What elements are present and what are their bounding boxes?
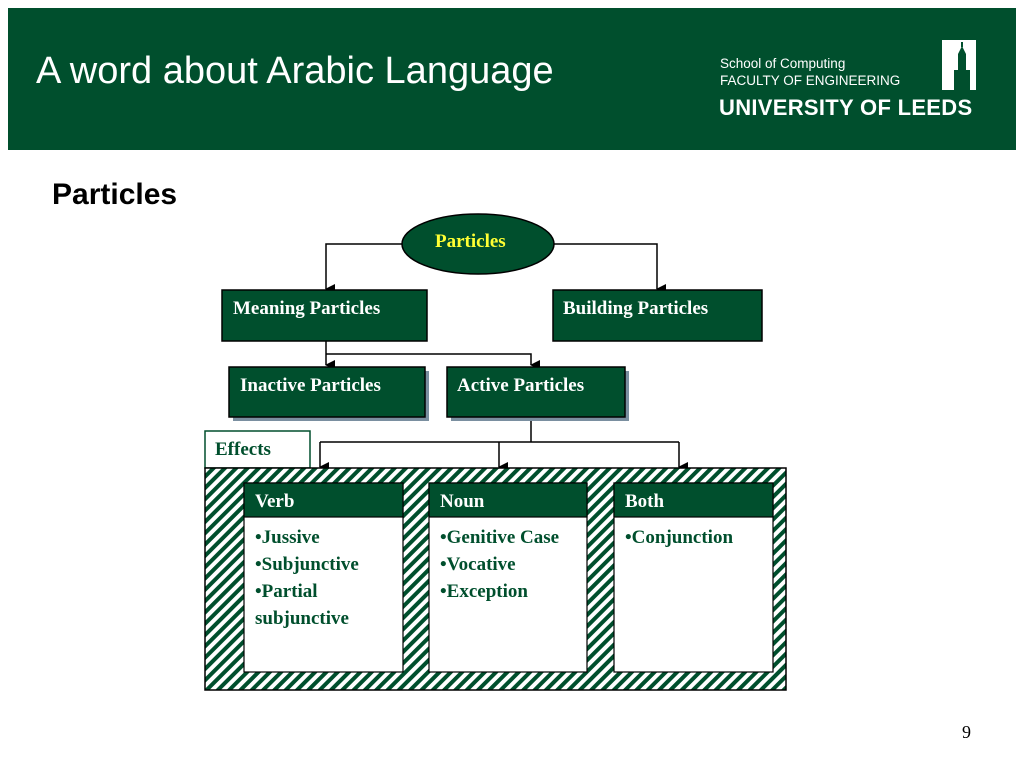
root-node-label: Particles	[435, 231, 506, 252]
both-effects-list: •Conjunction	[625, 524, 770, 551]
root-node	[401, 213, 555, 275]
list-item: •Jussive	[255, 527, 320, 548]
inactive-particles-label: Inactive Particles	[240, 375, 381, 396]
verb-effects-list: •Jussive •Subjunctive •Partial subjuncti…	[255, 524, 400, 632]
list-item: •Vocative	[440, 554, 516, 575]
building-particles-label: Building Particles	[563, 298, 709, 319]
page-number: 9	[962, 722, 971, 742]
noun-heading: Noun	[440, 491, 485, 512]
section-title: Particles	[52, 178, 178, 211]
meaning-particles-box	[221, 289, 428, 342]
both-heading: Both	[625, 491, 665, 512]
building-particles-box	[552, 289, 763, 342]
list-item: •Subjunctive	[255, 554, 359, 575]
university-name: UNIVERSITY OF LEEDS	[719, 95, 973, 120]
meaning-particles-label: Meaning Particles	[233, 298, 381, 319]
inactive-particles-box	[228, 366, 426, 418]
list-item: •Partial subjunctive	[255, 581, 349, 629]
list-item: •Conjunction	[625, 527, 734, 548]
noun-effects-list: •Genitive Case •Vocative •Exception	[440, 524, 570, 605]
slide-title: A word about Arabic Language	[36, 50, 554, 92]
verb-header-bar	[243, 482, 404, 518]
connector-root-meaning	[325, 243, 404, 294]
school-label: School of Computing	[720, 56, 846, 71]
header-banner	[8, 8, 1016, 150]
active-particles-label: Active Particles	[457, 375, 585, 396]
effects-label-box	[204, 430, 311, 469]
both-header-bar	[613, 482, 774, 518]
university-tower-logo-icon	[928, 40, 976, 90]
active-particles-box	[446, 366, 626, 418]
list-item: •Genitive Case	[440, 527, 560, 548]
connector-meaning-active	[326, 353, 540, 370]
connector-root-building	[553, 243, 666, 294]
noun-header-bar	[428, 482, 588, 518]
effects-label: Effects	[215, 439, 271, 460]
faculty-label: FACULTY OF ENGINEERING	[720, 73, 901, 88]
list-item: •Exception	[440, 581, 528, 602]
verb-heading: Verb	[255, 491, 295, 512]
